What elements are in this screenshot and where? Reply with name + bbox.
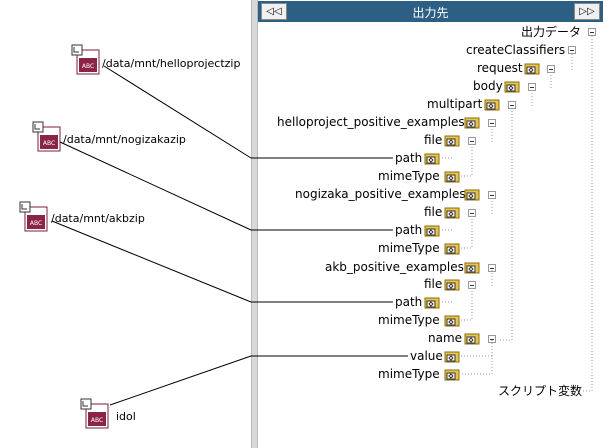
collapse-toggle[interactable] — [468, 281, 476, 289]
tree-node-root[interactable]: 出力データ — [521, 25, 582, 39]
tree-node-nogizaka-examples[interactable]: nogizaka_positive_examples — [295, 187, 466, 201]
tree-node-akb-examples[interactable]: akb_positive_examples — [325, 260, 464, 274]
source-label: /data/mnt/nogizakazip — [63, 133, 186, 146]
destination-header: ◁◁ 出力先 ▷▷ — [258, 1, 603, 22]
tree-node-path[interactable]: path — [395, 151, 423, 165]
field-icon — [424, 153, 440, 165]
collapse-toggle[interactable] — [588, 28, 596, 36]
collapse-toggle[interactable] — [488, 335, 496, 343]
collapse-toggle[interactable] — [488, 191, 496, 199]
tree-node-body[interactable]: body — [473, 79, 503, 93]
tree-node-helloproject-examples[interactable]: helloproject_positive_examples — [277, 115, 465, 129]
collapse-toggle[interactable] — [508, 101, 516, 109]
collapse-toggle[interactable] — [488, 119, 496, 127]
tree-node-path[interactable]: path — [395, 223, 423, 237]
collapse-toggle[interactable] — [468, 137, 476, 145]
tree-node-createClassifiers[interactable]: createClassifiers — [466, 43, 566, 57]
field-icon — [444, 315, 460, 327]
tree-node-mimeType[interactable]: mimeType — [378, 241, 440, 255]
tree-node-request[interactable]: request — [477, 61, 523, 75]
field-icon — [444, 351, 460, 363]
field-icon — [424, 225, 440, 237]
double-left-arrow-icon: ◁◁ — [266, 6, 282, 17]
zip-file-icon: ABC — [19, 201, 48, 232]
zip-file-icon: ABC — [71, 44, 100, 75]
tree-node-value[interactable]: value — [410, 349, 443, 363]
source-label: /data/mnt/akbzip — [51, 212, 145, 225]
collapse-toggle[interactable] — [568, 46, 576, 54]
folder-object-icon — [504, 81, 520, 93]
tree-node-path[interactable]: path — [395, 295, 423, 309]
field-icon — [424, 297, 440, 309]
tree-node-file[interactable]: file — [424, 277, 443, 291]
folder-object-icon — [444, 279, 460, 291]
tree-node-mimeType[interactable]: mimeType — [378, 313, 440, 327]
folder-object-icon — [484, 99, 500, 111]
tree-node-name[interactable]: name — [428, 331, 463, 345]
field-icon — [444, 171, 460, 183]
folder-object-icon — [464, 262, 480, 274]
folder-object-icon — [464, 333, 480, 345]
folder-object-icon — [464, 189, 480, 201]
svg-text:ABC: ABC — [82, 63, 94, 70]
folder-object-icon — [524, 63, 540, 75]
text-variable-icon: ABC — [80, 398, 109, 429]
source-label: /data/mnt/helloprojectzip — [102, 57, 241, 70]
tree-node-mimeType[interactable]: mimeType — [378, 367, 440, 381]
collapse-toggle[interactable] — [468, 209, 476, 217]
tree-node-mimeType[interactable]: mimeType — [378, 169, 440, 183]
tree-node-file[interactable]: file — [424, 133, 443, 147]
tree-node-script-vars[interactable]: スクリプト変数 — [498, 384, 583, 398]
collapse-toggle[interactable] — [488, 264, 496, 272]
svg-text:ABC: ABC — [91, 417, 103, 424]
collapse-toggle[interactable] — [547, 65, 555, 73]
svg-text:ABC: ABC — [43, 140, 55, 147]
svg-text:ABC: ABC — [30, 220, 42, 227]
field-icon — [444, 243, 460, 255]
zip-file-icon: ABC — [32, 121, 61, 152]
folder-object-icon — [464, 117, 480, 129]
collapse-toggle[interactable] — [528, 83, 536, 91]
collapse-left-button[interactable]: ◁◁ — [261, 3, 287, 20]
pane-splitter[interactable] — [251, 0, 258, 448]
destination-pane: ◁◁ 出力先 ▷▷ — [258, 0, 603, 448]
tree-node-file[interactable]: file — [424, 205, 443, 219]
tree-node-multipart[interactable]: multipart — [427, 97, 483, 111]
double-right-arrow-icon: ▷▷ — [579, 6, 595, 17]
folder-object-icon — [444, 207, 460, 219]
expand-right-button[interactable]: ▷▷ — [574, 3, 600, 20]
field-icon — [444, 369, 460, 381]
destination-title: 出力先 — [412, 6, 449, 20]
source-label: idol — [116, 410, 136, 423]
folder-object-icon — [444, 135, 460, 147]
